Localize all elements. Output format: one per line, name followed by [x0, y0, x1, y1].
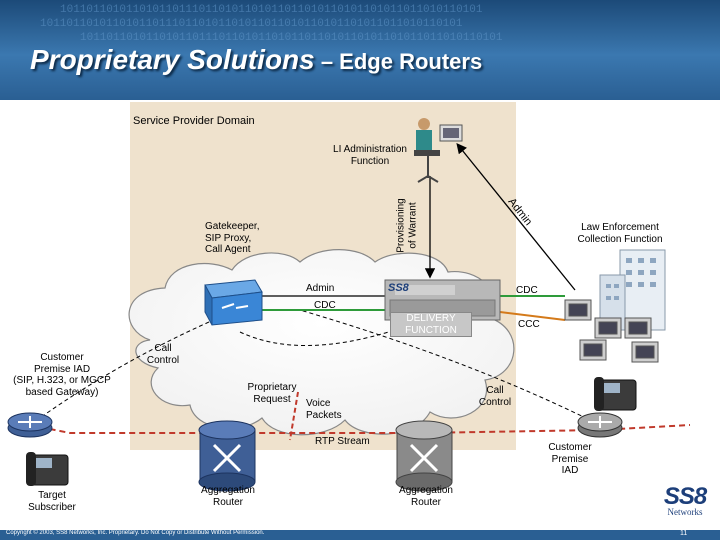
- customer-phone-right-icon: [594, 377, 637, 411]
- ccc-line: [499, 311, 566, 321]
- title-main: Proprietary Solutions: [30, 44, 315, 75]
- admin-diagonal-arrow: [456, 142, 576, 291]
- ss8-logo: SS8 Networks: [655, 483, 715, 517]
- cdc-label-left: CDC: [314, 300, 336, 311]
- aggregation-router-left-icon: [198, 420, 256, 492]
- call-control-path-left: [29, 314, 226, 426]
- li-admin-operator-icon: [414, 118, 463, 183]
- proprietary-request-path: [239, 329, 396, 346]
- logo-text: SS8: [663, 483, 707, 510]
- page-number: 11: [680, 530, 688, 537]
- gatekeeper-switch-icon: [204, 279, 263, 326]
- customer-iad-router-right-icon: [577, 412, 623, 438]
- rtp-stream-label: RTP Stream: [315, 436, 370, 447]
- logo-subtext: Networks: [667, 506, 703, 517]
- admin-label: Admin: [306, 283, 335, 294]
- binary-decoration: 1011011010110101101110110101101011011010…: [60, 4, 483, 16]
- title-sub: – Edge Routers: [314, 49, 483, 74]
- footer-bar: [0, 530, 720, 540]
- customer-iad-router-left-icon: [7, 412, 53, 438]
- voice-packets-line: [289, 391, 299, 441]
- target-subscriber-phone-icon: [26, 452, 69, 486]
- cdc-label-right: CDC: [516, 285, 538, 296]
- domain-label: Service Provider Domain: [133, 115, 255, 127]
- binary-decoration: 1011011010110101101110110101101011011010…: [40, 18, 463, 30]
- delivery-device-logo: SS8: [388, 282, 409, 294]
- lea-workstation-icons: [564, 299, 659, 363]
- call-control-path-right: [299, 309, 601, 426]
- title-banner: 1011011010110101101110110101101011011010…: [0, 0, 720, 100]
- page-title: Proprietary Solutions – Edge Routers: [30, 44, 482, 76]
- copyright-text: Copyright © 2003, SS8 Networks, Inc. Pro…: [6, 530, 265, 536]
- aggregation-router-right-icon: [395, 420, 453, 492]
- ccc-label: CCC: [518, 319, 540, 330]
- binary-decoration: 1011011010110101101110110101101011011010…: [80, 32, 503, 44]
- gatekeeper-label: Gatekeeper,SIP Proxy,Call Agent: [205, 221, 260, 255]
